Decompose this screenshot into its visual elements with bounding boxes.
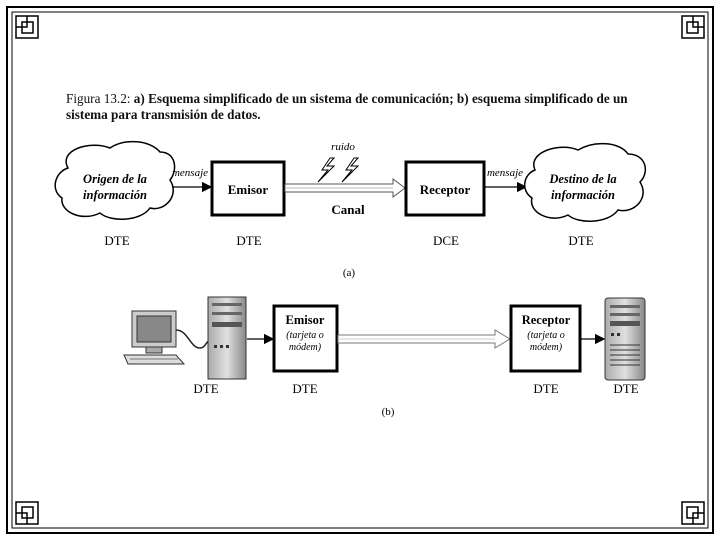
lightning-icon <box>317 157 336 183</box>
panel-label-a: (a) <box>343 267 356 279</box>
receiver-card-sub-1: (tarjeta o <box>527 330 565 341</box>
emitter-label: Emisor <box>228 182 269 197</box>
destination-cloud-line-2: información <box>551 188 615 202</box>
caption-b-marker: b) <box>456 91 469 106</box>
caption-prefix: Figura 13.2: <box>66 91 131 106</box>
label-dte-emitter: DTE <box>236 233 261 248</box>
receiver-card-sub-2: módem) <box>530 342 563 353</box>
left-message-label: mensaje <box>172 167 208 179</box>
computer-icon <box>123 296 247 380</box>
lightning-icon <box>341 157 360 183</box>
caption-a-text: Esquema simplificado de un sistema de co… <box>148 91 454 106</box>
label-dte-computer: DTE <box>193 381 218 396</box>
panel-label-b: (b) <box>382 406 395 418</box>
receiver-label: Receptor <box>420 182 471 197</box>
figure-caption: Figura 13.2: a) Esquema simplificado de … <box>66 91 666 123</box>
emitter-box <box>210 160 286 217</box>
corner-ornament-bottom-left <box>15 501 39 525</box>
corner-ornament-bottom-right <box>681 501 705 525</box>
source-cloud-shape <box>54 140 176 220</box>
destination-cloud-line-1: Destino de la <box>548 172 616 186</box>
right-message-label: mensaje <box>487 167 523 179</box>
emitter-card-sub-1: (tarjeta o <box>286 330 324 341</box>
label-dte-server: DTE <box>613 381 638 396</box>
label-dte-emitter-card: DTE <box>292 381 317 396</box>
receiver-box <box>404 160 486 217</box>
label-dce-receiver: DCE <box>433 233 459 248</box>
receiver-card-box <box>509 304 582 373</box>
source-cloud-line-2: información <box>83 188 147 202</box>
label-dte-source: DTE <box>104 233 129 248</box>
emitter-card-box <box>272 304 339 373</box>
channel-label: Canal <box>331 202 365 217</box>
noise-label: ruido <box>331 141 355 153</box>
label-dte-receiver-card: DTE <box>533 381 558 396</box>
corner-ornament-top-left <box>15 15 39 39</box>
emitter-card-title: Emisor <box>286 313 325 327</box>
corner-ornament-top-right <box>681 15 705 39</box>
caption-a-marker: a) <box>133 91 145 106</box>
receiver-card-title: Receptor <box>522 313 571 327</box>
label-dte-destination: DTE <box>568 233 593 248</box>
caption-b-text: esquema simplificado de un sistema para … <box>66 91 628 122</box>
source-cloud-line-1: Origen de la <box>83 172 147 186</box>
emitter-card-sub-2: módem) <box>289 342 322 353</box>
server-icon <box>604 297 646 381</box>
destination-cloud-shape <box>524 142 647 222</box>
